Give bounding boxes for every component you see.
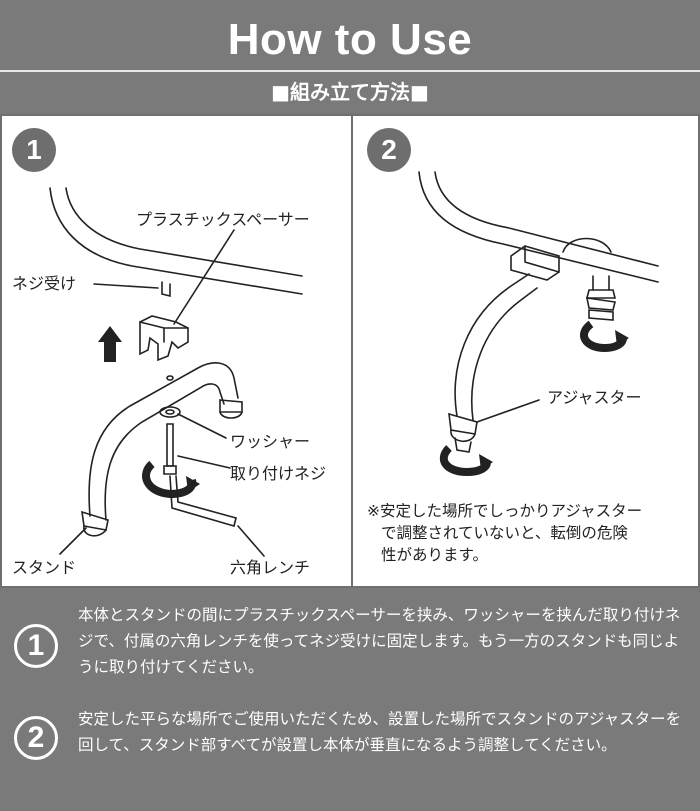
label-stand: スタンド — [12, 558, 77, 577]
step-1-panel: 1 プラスチックスペーサー ネジ受け ワッシャー 取り付けネジ スタンド 六角レ… — [0, 114, 353, 588]
step-2-panel: 2 アジャスター ※安定した場所でしっかりアジャスター で調整されていないと、転… — [351, 114, 700, 588]
instruction-2: 2 安定した平らな場所でご使用いただくため、設置した場所でスタンドのアジャスター… — [0, 706, 700, 796]
page-title: How to Use — [227, 15, 473, 64]
illustration-panels: 1 プラスチックスペーサー ネジ受け ワッシャー 取り付けネジ スタンド 六角レ… — [0, 114, 700, 588]
label-plastic-spacer: プラスチックスペーサー — [136, 210, 310, 229]
step-1-badge: 1 — [12, 128, 56, 172]
label-mounting-screw: 取り付けネジ — [230, 464, 327, 483]
label-adjuster: アジャスター — [547, 388, 642, 407]
instruction-2-text: 安定した平らな場所でご使用いただくため、設置した場所でスタンドのアジャスターを回… — [78, 710, 682, 754]
step-1-illustration — [49, 187, 303, 557]
instruction-1-number: 1 — [14, 624, 58, 668]
instruction-1: 1 本体とスタンドの間にプラスチックスペーサーを挟み、ワッシャーを挟んだ取り付け… — [0, 602, 700, 692]
label-nut-receiver: ネジ受け — [12, 274, 77, 293]
note-line-2: で調整されていないと、転倒の危険 — [381, 524, 628, 542]
safety-note: ※安定した場所でしっかりアジャスター で調整されていないと、転倒の危険 性があり… — [367, 500, 697, 566]
note-line-1: ※安定した場所でしっかりアジャスター — [367, 502, 643, 520]
title-divider — [0, 70, 700, 72]
instruction-2-number: 2 — [14, 716, 58, 760]
section-subtitle: ■組み立て方法■ — [271, 80, 429, 104]
step-2-illustration — [418, 171, 659, 477]
step-2-badge: 2 — [367, 128, 411, 172]
label-washer: ワッシャー — [230, 432, 311, 451]
header: How to Use ■組み立て方法■ — [0, 0, 700, 112]
note-line-3: 性があります。 — [381, 546, 488, 564]
label-hex-wrench: 六角レンチ — [230, 558, 311, 577]
instruction-1-text: 本体とスタンドの間にプラスチックスペーサーを挟み、ワッシャーを挟んだ取り付けネジ… — [78, 606, 681, 676]
